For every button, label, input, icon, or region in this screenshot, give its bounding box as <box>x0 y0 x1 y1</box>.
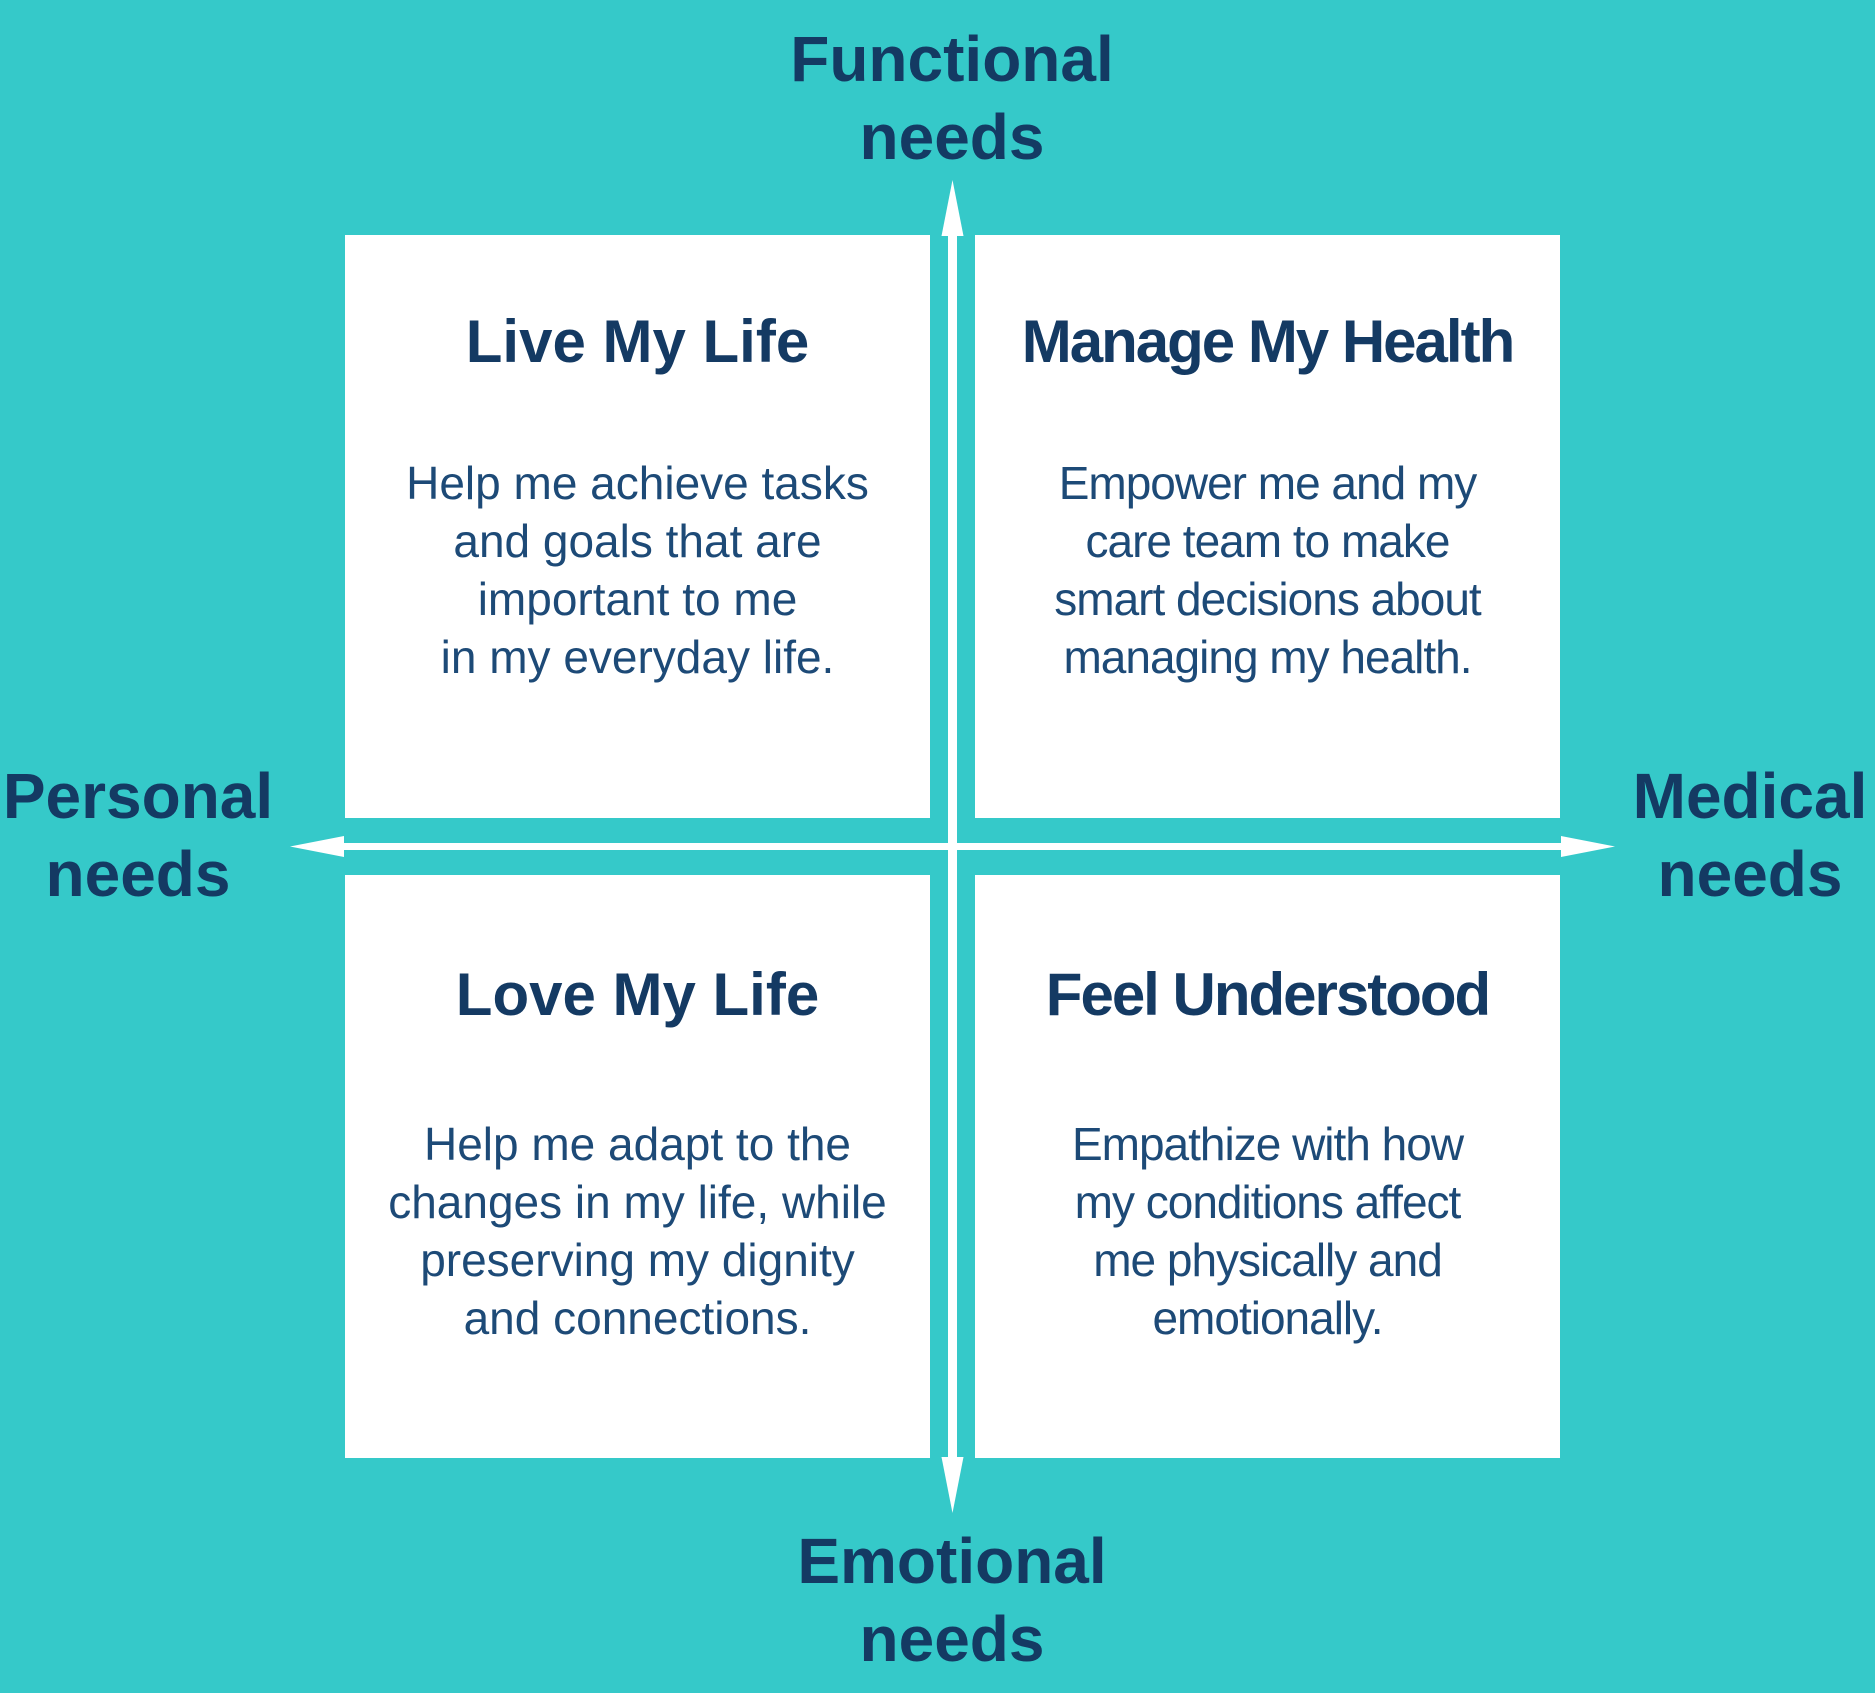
quadrant-description: Empower me and my care team to make smar… <box>975 454 1560 686</box>
quadrant-card-love-my-life: Love My Life Help me adapt to the change… <box>345 875 930 1458</box>
body-line: and connections. <box>463 1292 812 1344</box>
axis-label-functional-needs: Functional needs <box>790 23 1114 173</box>
quadrant-title: Feel Understood <box>1045 961 1491 1028</box>
quadrant-title: Live My Life <box>465 308 810 375</box>
up-arrowhead-icon <box>941 180 964 236</box>
body-line: and goals that are <box>453 515 822 567</box>
quadrant-description: Help me achieve tasks and goals that are… <box>345 454 930 686</box>
body-line: Help me adapt to the <box>423 1118 852 1170</box>
body-line: preserving my dignity <box>420 1234 855 1286</box>
quadrant-description: Help me adapt to the changes in my life,… <box>345 1115 930 1347</box>
body-line: me physically and <box>1093 1234 1443 1286</box>
axis-label-emotional-needs: Emotional needs <box>797 1525 1107 1675</box>
body-line: smart decisions about <box>1054 573 1481 625</box>
body-line: changes in my life, while <box>388 1176 887 1228</box>
body-line: important to me <box>477 573 798 625</box>
body-line: Empathize with how <box>1071 1118 1464 1170</box>
horizontal-axis-line <box>341 843 1562 850</box>
body-line: managing my health. <box>1063 631 1472 683</box>
quadrant-card-feel-understood: Feel Understood Empathize with how my co… <box>975 875 1560 1458</box>
axis-label-personal-needs: Personal needs <box>2 760 274 910</box>
body-line: care team to make <box>1085 515 1451 567</box>
quadrant-title: Manage My Health <box>1021 308 1515 375</box>
quadrant-card-manage-my-health: Manage My Health Empower me and my care … <box>975 235 1560 818</box>
body-line: Help me achieve tasks <box>406 457 869 509</box>
quadrant-title: Love My Life <box>455 961 820 1028</box>
body-line: Empower me and my <box>1058 457 1478 509</box>
body-line: in my everyday life. <box>440 631 835 683</box>
body-line: emotionally. <box>1152 1292 1383 1344</box>
axis-label-medical-needs: Medical needs <box>1632 760 1868 910</box>
body-line: my conditions affect <box>1074 1176 1462 1228</box>
quadrant-card-live-my-life: Live My Life Help me achieve tasks and g… <box>345 235 930 818</box>
quadrant-description: Empathize with how my conditions affect … <box>975 1115 1560 1347</box>
down-arrowhead-icon <box>941 1457 964 1513</box>
vertical-axis-line <box>948 232 957 1460</box>
